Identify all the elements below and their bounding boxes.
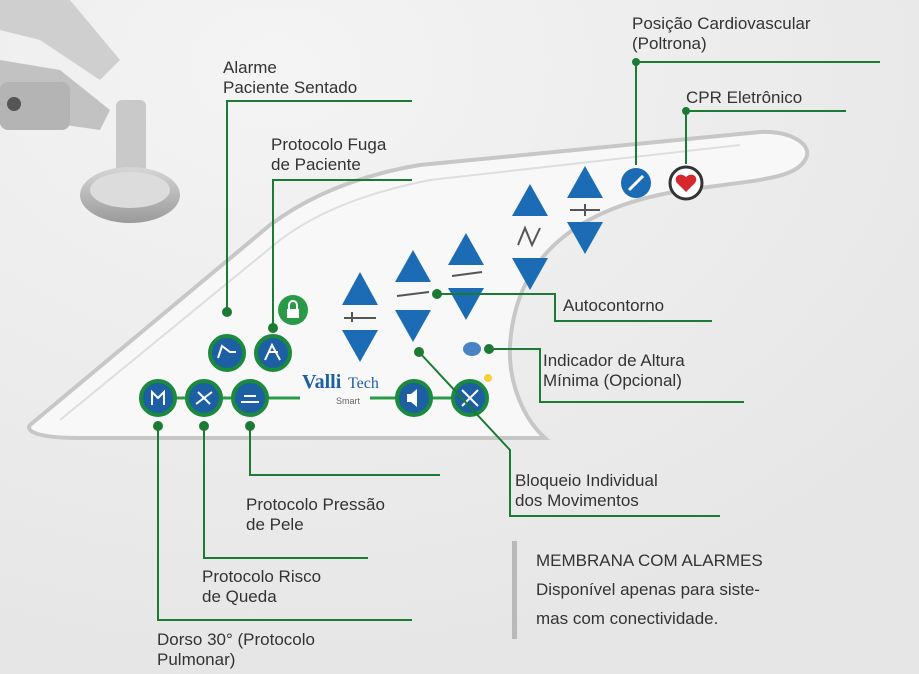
leader-lines (153, 58, 880, 621)
label-autocontorno: Autocontorno (563, 296, 664, 316)
label-line: Protocolo Risco (202, 567, 322, 586)
lock-icon (287, 309, 299, 318)
lungs-icon (151, 389, 165, 405)
leader-pressao (245, 421, 440, 476)
label-line: Posição Cardiovascular (632, 14, 811, 33)
label-line: Protocolo Pressão (246, 495, 385, 514)
label-cpr-eletronico: CPR Eletrônico (686, 88, 802, 108)
label-line: de Paciente (271, 155, 361, 174)
label-line: de Pele (246, 515, 304, 534)
label-protocolo-pressao: Protocolo Pressão de Pele (246, 495, 385, 535)
label-line: Bloqueio Individual (515, 471, 658, 490)
fall-risk-icon (195, 391, 213, 405)
logo-sub: Smart (336, 396, 361, 406)
label-line: de Queda (202, 587, 277, 606)
label-line: Alarme (223, 58, 277, 77)
note-accent-bar (512, 541, 517, 639)
label-dorso-30: Dorso 30° (Protocolo Pulmonar) (157, 630, 315, 670)
label-line: CPR Eletrônico (686, 88, 803, 107)
leader-posicao-cardio (632, 58, 880, 165)
arrow-down-icon (567, 222, 603, 254)
arrow-pair-4[interactable] (512, 184, 548, 290)
skin-pressure-icon (241, 395, 259, 403)
arrow-up-icon (448, 233, 484, 265)
leader-cpr (682, 107, 846, 164)
label-line: (Poltrona) (632, 34, 707, 53)
logo-suffix: Tech (348, 375, 379, 392)
heart-icon (675, 174, 697, 192)
label-bloqueio-individual: Bloqueio Individual dos Movimentos (515, 471, 658, 511)
arrow-pair-5[interactable] (567, 166, 603, 254)
label-protocolo-risco: Protocolo Risco de Queda (202, 567, 321, 607)
leader-altura (484, 344, 744, 403)
label-line: Dorso 30° (Protocolo (157, 630, 315, 649)
arrow-pair-1[interactable] (342, 272, 378, 362)
arrow-down-icon (512, 258, 548, 290)
note-title: MEMBRANA COM ALARMES (536, 551, 763, 570)
cpr-button[interactable] (668, 165, 704, 201)
arrow-down-icon (395, 310, 431, 342)
arrow-up-icon (512, 184, 548, 216)
leader-autocontorno (432, 289, 712, 322)
speaker-icon (407, 389, 417, 407)
label-protocolo-fuga: Protocolo Fuga de Paciente (271, 135, 386, 175)
bed-caster-illustration (0, 0, 180, 223)
leader-dorso (153, 421, 412, 621)
min-height-indicator (463, 342, 481, 356)
seated-patient-icon (217, 344, 236, 359)
arrow-down-icon (448, 288, 484, 320)
logo-text: Valli (302, 371, 342, 393)
skin-pressure-button[interactable] (231, 379, 269, 417)
arrow-down-icon (342, 330, 378, 362)
leader-bloqueio (414, 347, 720, 517)
label-line: Paciente Sentado (223, 78, 358, 97)
arrow-up-icon (395, 250, 431, 282)
label-line: Autocontorno (563, 296, 665, 315)
alarm-seated-button[interactable] (208, 334, 246, 372)
arrow-up-icon (567, 166, 603, 198)
cardio-position-button[interactable] (621, 168, 651, 198)
leader-alarme (222, 100, 412, 317)
label-line: Protocolo Fuga (271, 135, 387, 154)
label-altura-minima: Indicador de Altura Mínima (Opcional) (543, 351, 685, 391)
note-line: Disponível apenas para siste- (536, 580, 760, 599)
arrow-up-icon (342, 272, 378, 305)
arrow-pair-2[interactable] (395, 250, 431, 342)
leader-fuga (268, 179, 412, 333)
label-line: dos Movimentos (515, 491, 639, 510)
label-line: Pulmonar) (157, 650, 236, 669)
mute-button[interactable] (451, 374, 492, 417)
mute-icon (461, 389, 479, 407)
membrane-note: MEMBRANA COM ALARMES Disponível apenas p… (536, 546, 763, 633)
escape-protocol-button[interactable] (254, 334, 292, 372)
arrow-pair-3[interactable] (448, 233, 484, 320)
lock-button[interactable] (278, 295, 308, 325)
label-posicao-cardiovascular: Posição Cardiovascular (Poltrona) (632, 14, 811, 54)
recline-icon (627, 174, 645, 192)
note-line: mas com conectividade. (536, 609, 719, 628)
patient-exit-icon (264, 342, 281, 361)
label-alarme-paciente-sentado: Alarme Paciente Sentado (223, 58, 357, 98)
sound-button[interactable] (395, 379, 433, 417)
label-line: Mínima (Opcional) (543, 371, 682, 390)
panel-controls: Valli Tech Smart (139, 165, 704, 417)
dorso-button[interactable] (139, 379, 177, 417)
leader-risco (199, 421, 368, 559)
label-line: Indicador de Altura (543, 351, 685, 370)
vallitech-logo: Valli Tech Smart (302, 371, 379, 406)
fall-risk-button[interactable] (185, 379, 223, 417)
